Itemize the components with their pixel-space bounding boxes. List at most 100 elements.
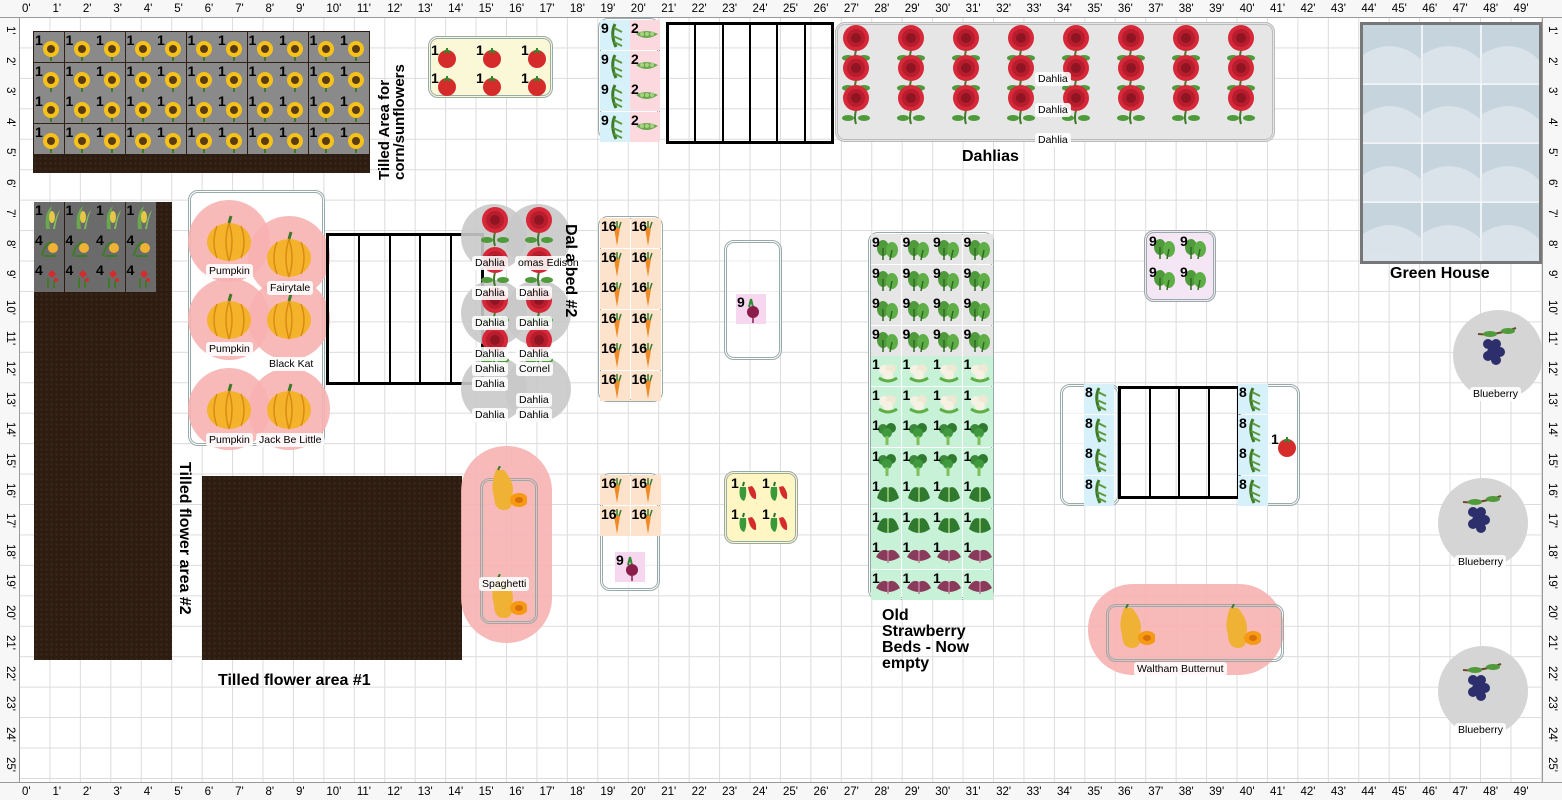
plant-count: 4 xyxy=(35,232,43,248)
spinach-icon xyxy=(1185,239,1206,260)
bean-cell: 8 xyxy=(1238,384,1268,414)
plant-count: 1 xyxy=(731,475,739,491)
plant-count: 1 xyxy=(963,386,972,403)
broccoli-icon xyxy=(969,423,988,445)
bean-icon xyxy=(611,114,623,140)
dahlia-icon xyxy=(1062,25,1090,65)
sunflower-cell: 1 xyxy=(247,123,278,154)
ruler-x-label: 36' xyxy=(1117,786,1133,798)
spinach-icon xyxy=(968,240,990,261)
squash-icon xyxy=(71,241,89,257)
squash-cell: 4 xyxy=(125,232,156,262)
ruler-x-label: 48' xyxy=(1483,3,1499,15)
squash-cell: 4 xyxy=(95,232,125,262)
brassica-cell: 9 xyxy=(932,325,962,356)
bean-cell: 8 xyxy=(1238,445,1268,475)
sunflower-cell: 1 xyxy=(186,32,217,62)
ruler-x-label: 41' xyxy=(1270,786,1286,798)
dahlia-icon xyxy=(1227,85,1255,125)
brassica-cell: 9 xyxy=(871,295,901,325)
dahlia-icon xyxy=(842,85,870,125)
sunflower-icon xyxy=(287,132,303,153)
ruler-x-label: 31' xyxy=(965,786,981,798)
sunflower-icon xyxy=(256,71,273,92)
dahlia-icon xyxy=(1117,85,1145,125)
spinach-icon xyxy=(1154,270,1175,291)
sunflower-icon xyxy=(104,102,120,122)
bean-cell: 9 xyxy=(600,20,630,50)
trellis-right[interactable] xyxy=(1118,386,1240,499)
plant-count: 1 xyxy=(902,356,911,372)
spinach-icon xyxy=(968,331,990,352)
brassica-cell: 1 xyxy=(932,356,962,386)
ruler-x-label: 18' xyxy=(569,3,585,15)
spinach-bed[interactable] xyxy=(1144,230,1216,302)
ruler-x-label: 28' xyxy=(874,3,890,15)
tomato-icon xyxy=(483,76,501,96)
carrot-cell: 16 xyxy=(600,309,630,340)
ruler-x-label: 7' xyxy=(235,786,244,798)
red-cabbage-icon xyxy=(937,549,961,563)
brassica-cell: 1 xyxy=(962,478,993,508)
ruler-y-label: 17' xyxy=(1546,513,1558,529)
db2-label-10: Cornel xyxy=(516,362,553,376)
ruler-y-label: 15' xyxy=(1546,452,1558,468)
plant-count: 2 xyxy=(631,81,639,97)
ruler-y-label: 8' xyxy=(4,239,16,249)
sunflower-cell: 1 xyxy=(247,32,278,62)
ruler-y-label: 6' xyxy=(1546,178,1558,188)
plant-count: 1 xyxy=(157,93,165,109)
ruler-y-label: 21' xyxy=(1546,635,1558,651)
brassica-cell: 1 xyxy=(901,356,932,386)
ruler-y-label: 11' xyxy=(4,330,16,345)
pepper-bed[interactable] xyxy=(724,471,798,544)
ruler-x-label: 2' xyxy=(82,786,92,798)
ruler-x-label: 12' xyxy=(387,786,403,798)
broccoli-icon xyxy=(969,453,988,476)
sunflower-icon xyxy=(256,132,273,153)
sunflower-cell: 1 xyxy=(308,93,339,123)
plant-count: 1 xyxy=(248,123,257,140)
red-cabbage-icon xyxy=(967,549,992,563)
ruler-x-label: 42' xyxy=(1300,786,1316,798)
plant-count: 1 xyxy=(65,62,74,79)
plant-count: 1 xyxy=(187,123,196,140)
ruler-x-label: 35' xyxy=(1087,3,1103,15)
sunflower-cell: 1 xyxy=(308,62,339,93)
brassica-cell: 1 xyxy=(962,356,993,386)
carrot-cell: 16 xyxy=(600,218,630,248)
plant-count: 16 xyxy=(631,505,648,522)
pea-pod-icon xyxy=(636,31,658,38)
strawberry-cell: 4 xyxy=(125,262,156,292)
bean-cell: 9 xyxy=(600,50,630,81)
bean-cell: 8 xyxy=(1084,384,1114,414)
sunflower-cell: 1 xyxy=(278,62,308,93)
tomato-icon xyxy=(528,76,546,96)
fairytale-label: Fairytale xyxy=(267,281,314,295)
pepper-icon xyxy=(739,481,757,501)
flower-area-1-plot[interactable] xyxy=(202,476,462,660)
plant-count: 1 xyxy=(963,417,972,433)
waltham-bed[interactable] xyxy=(1106,604,1284,662)
sunflower-cell: 1 xyxy=(278,32,308,62)
brassica-cell: 1 xyxy=(932,386,962,417)
carrot-icon xyxy=(642,508,653,534)
pumpkin-label-1: Pumpkin xyxy=(206,264,253,278)
flower-area-2-title: Tilled flower area #2 xyxy=(176,462,193,615)
ruler-x-label: 19' xyxy=(600,786,616,798)
pumpkin-icon xyxy=(207,293,251,340)
ruler-y-label: 7' xyxy=(4,209,16,218)
ruler-x-label: 7' xyxy=(235,3,244,15)
dahlia-icon xyxy=(952,55,980,95)
ruler-x-label: 1' xyxy=(52,3,62,15)
plant-count: 1 xyxy=(126,93,135,109)
ruler-x-label: 34' xyxy=(1056,3,1072,15)
sunflower-icon xyxy=(317,71,334,92)
red-cabbage-icon xyxy=(876,549,900,563)
pumpkin-icon xyxy=(207,215,251,262)
ruler-y-label: 7' xyxy=(1546,209,1558,218)
carrot-icon xyxy=(612,221,622,246)
greenhouse[interactable] xyxy=(1360,22,1542,264)
trellis-top[interactable] xyxy=(666,22,834,144)
